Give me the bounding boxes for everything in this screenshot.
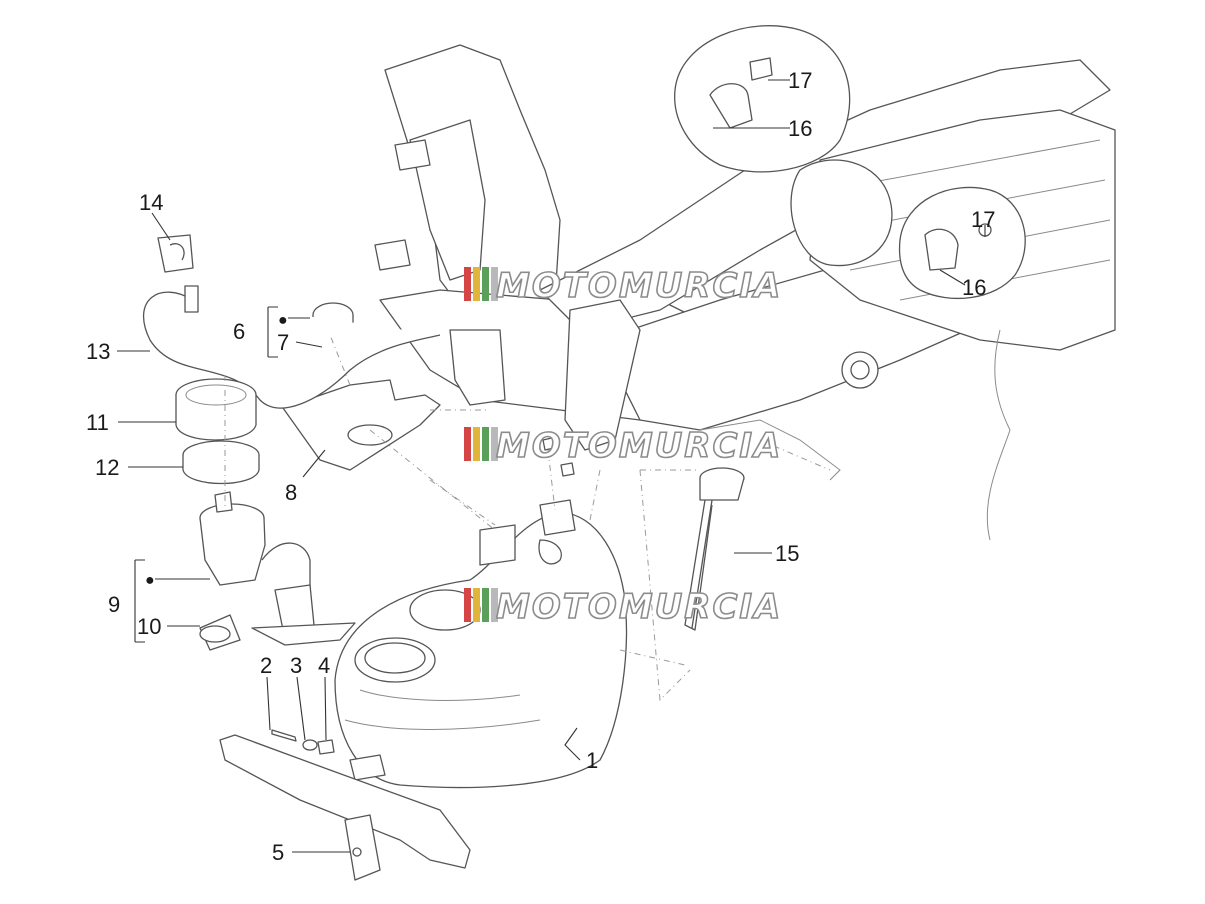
part-number-5: 5 bbox=[272, 840, 284, 865]
part-number-14: 14 bbox=[139, 190, 163, 215]
watermark-2: MOTOMURCIA bbox=[464, 425, 782, 467]
fuel-filter bbox=[199, 614, 241, 651]
inset-callout-right bbox=[898, 186, 1026, 300]
part-number-4: 4 bbox=[318, 653, 330, 678]
hose-clip bbox=[157, 234, 194, 273]
part-number-9: 9 bbox=[108, 592, 120, 617]
part-number-3: 3 bbox=[290, 653, 302, 678]
fuel-level-sensor bbox=[684, 467, 745, 631]
part-number-12: 12 bbox=[95, 455, 119, 480]
part-number-10: 10 bbox=[137, 614, 161, 639]
filler-tray bbox=[282, 379, 441, 471]
lock-ring bbox=[175, 378, 257, 441]
part-number-16-right: 16 bbox=[962, 275, 986, 300]
watermark-text: MOTOMURCIA bbox=[496, 426, 782, 466]
part-number-16-top: 16 bbox=[788, 116, 812, 141]
part-number-1: 1 bbox=[586, 748, 598, 773]
watermark-text: MOTOMURCIA bbox=[496, 587, 782, 627]
tank-support-bracket bbox=[219, 734, 471, 881]
watermark-text: MOTOMURCIA bbox=[496, 266, 782, 306]
part-number-8: 8 bbox=[285, 480, 297, 505]
inset-callout-top bbox=[674, 25, 851, 173]
group-marker-9: ● bbox=[145, 572, 155, 589]
small-hardware bbox=[271, 436, 575, 755]
part-number-6: 6 bbox=[233, 319, 245, 344]
part-number-11: 11 bbox=[86, 410, 109, 435]
part-number-13: 13 bbox=[86, 339, 110, 364]
group-marker-6: ● bbox=[278, 312, 288, 329]
watermark-3: MOTOMURCIA bbox=[464, 586, 782, 628]
part-number-17-top: 17 bbox=[788, 68, 812, 93]
fuel-pump-assembly bbox=[199, 491, 356, 646]
watermark-1: MOTOMURCIA bbox=[464, 265, 782, 307]
pump-seal-ring bbox=[182, 440, 260, 485]
part-number-17-right: 17 bbox=[971, 207, 995, 232]
part-number-15: 15 bbox=[775, 541, 799, 566]
part-numbers: 1 2 3 4 5 6 7 8 9 10 11 12 13 14 15 17 1… bbox=[86, 68, 995, 865]
part-number-7: 7 bbox=[277, 330, 289, 355]
leader-lines bbox=[117, 79, 986, 853]
part-number-2: 2 bbox=[260, 653, 272, 678]
fuel-tank bbox=[334, 499, 628, 789]
assembly-lines bbox=[224, 334, 831, 702]
group-markers: ● ● bbox=[145, 312, 288, 589]
